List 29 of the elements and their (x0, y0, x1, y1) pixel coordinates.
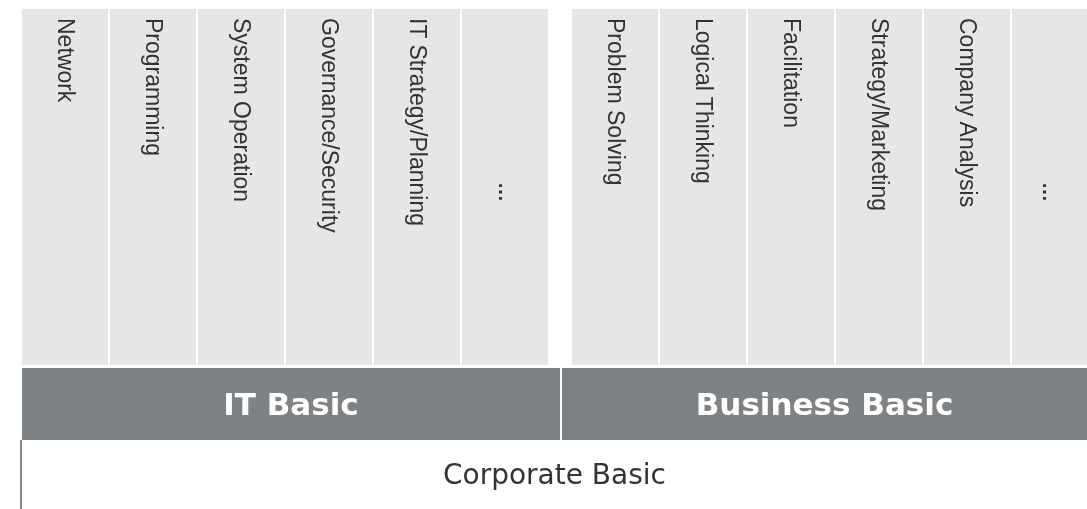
skill-column (748, 9, 834, 365)
skill-column (110, 9, 196, 365)
node-label: … (493, 181, 517, 202)
skill-column (198, 9, 284, 365)
node-label: Governance/Security (315, 18, 343, 233)
node-label: Network (51, 18, 79, 103)
node-label: Company Analysis (953, 18, 981, 208)
node-label: Programming (139, 18, 167, 157)
ellipsis-column (462, 9, 548, 365)
skill-column (924, 9, 1010, 365)
node-label: Strategy/Marketing (865, 18, 893, 212)
category-bar (22, 368, 560, 440)
category-bar (562, 368, 1087, 440)
node-label: Corporate Basic (443, 458, 666, 491)
node-label: Logical Thinking (689, 18, 717, 184)
node-label: System Operation (227, 18, 255, 203)
node-label: Problem Solving (601, 18, 629, 186)
skill-column (572, 9, 658, 365)
node-label: Facilitation (777, 18, 805, 128)
node-label: IT Basic (223, 386, 359, 422)
skill-column (22, 9, 108, 365)
node-label: IT Strategy/Planning (403, 18, 431, 226)
ellipsis-column (1012, 9, 1087, 365)
node-label: Business Basic (695, 386, 954, 422)
node-label: … (1038, 181, 1061, 202)
skill-column (836, 9, 922, 365)
skill-column (660, 9, 746, 365)
skill-column (374, 9, 460, 365)
skill-column (286, 9, 372, 365)
